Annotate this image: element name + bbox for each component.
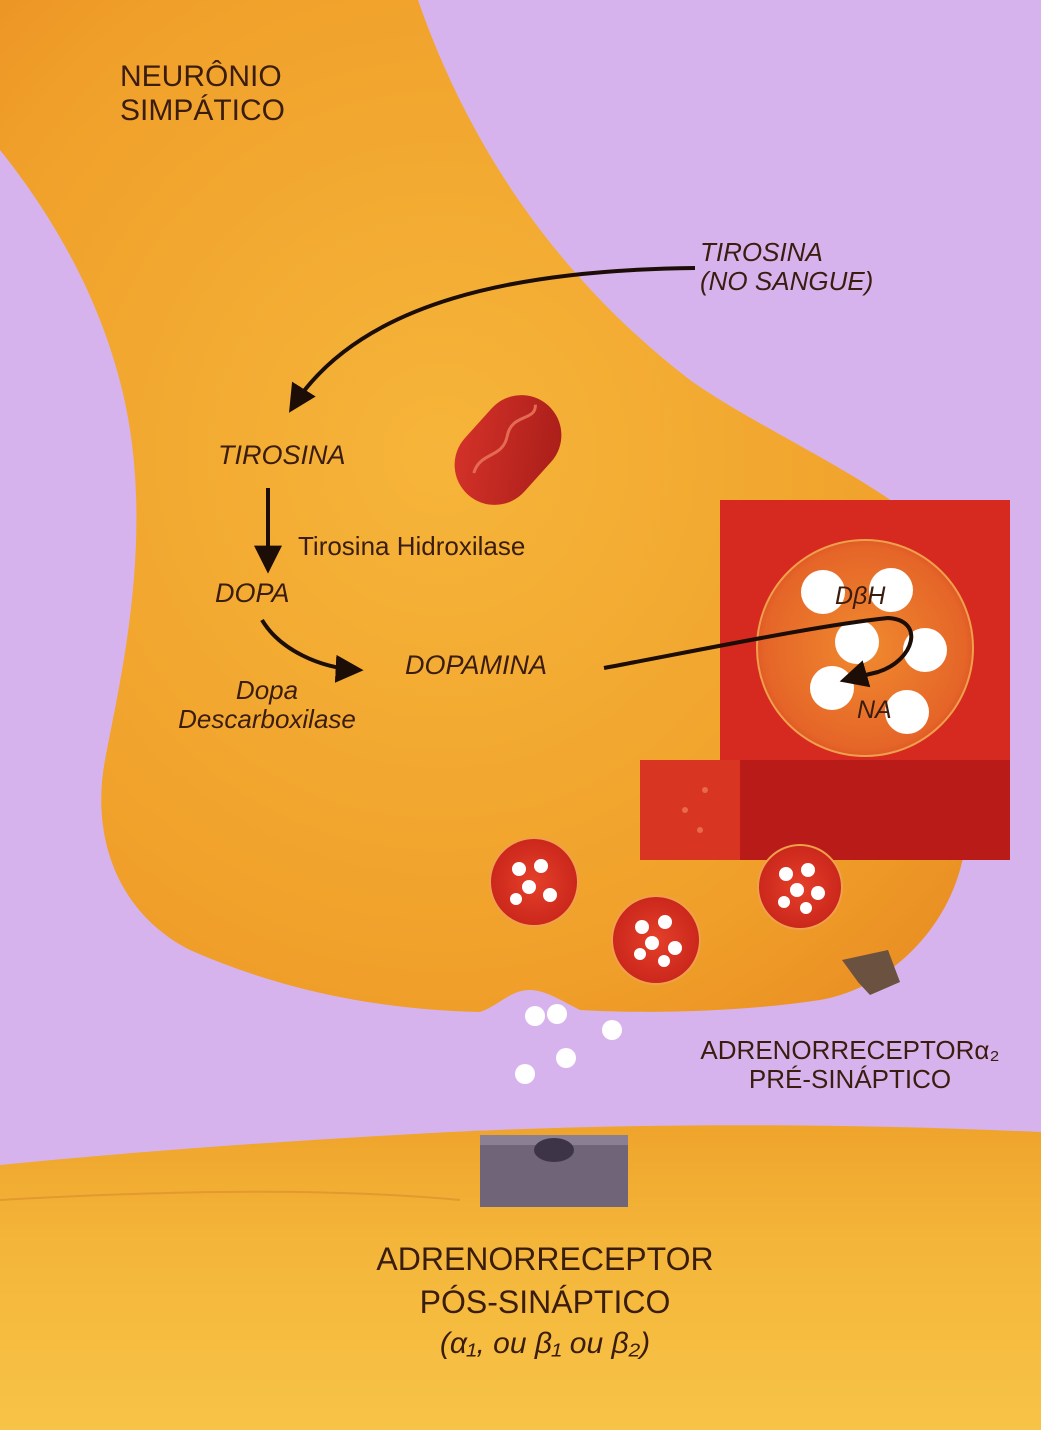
dopa-label: DOPA xyxy=(215,578,290,608)
dopa-decarboxylase-line: Dopa xyxy=(160,676,374,705)
neuron-title: NEURÔNIO SIMPÁTICO xyxy=(120,60,285,127)
postsynaptic-receptor-icon xyxy=(480,1135,628,1207)
postsynaptic-receptor-line: PÓS-SINÁPTICO xyxy=(320,1281,770,1324)
postsynaptic-receptor-label: ADRENORRECEPTOR PÓS-SINÁPTICO (α₁, ou β₁… xyxy=(320,1238,770,1365)
synaptic-vesicle xyxy=(612,896,700,984)
tyrosine-blood-line: TIROSINA xyxy=(700,238,873,267)
neuron-title-line: SIMPÁTICO xyxy=(120,94,285,128)
dbh-label: DβH xyxy=(835,582,885,610)
presynaptic-receptor-label: ADRENORRECEPTORα₂ PRÉ-SINÁPTICO xyxy=(668,1036,1032,1094)
tyrosine-blood-line: (NO SANGUE) xyxy=(700,267,873,296)
synaptic-vesicle xyxy=(758,845,842,929)
dopamine-label: DOPAMINA xyxy=(405,650,547,680)
tyrosine-hydroxylase-label: Tirosina Hidroxilase xyxy=(298,532,525,561)
dopa-decarboxylase-label: Dopa Descarboxilase xyxy=(160,676,374,734)
tyrosine-label: TIROSINA xyxy=(218,440,346,470)
presynaptic-receptor-line: ADRENORRECEPTORα₂ xyxy=(668,1036,1032,1065)
tyrosine-blood-label: TIROSINA (NO SANGUE) xyxy=(700,238,873,296)
presynaptic-receptor-line: PRÉ-SINÁPTICO xyxy=(668,1065,1032,1094)
released-noradrenaline xyxy=(515,1004,622,1084)
synaptic-vesicle xyxy=(490,838,578,926)
na-label: NA xyxy=(857,696,892,724)
postsynaptic-receptor-line: ADRENORRECEPTOR xyxy=(320,1238,770,1281)
postsynaptic-receptor-subtypes: (α₁, ou β₁ ou β₂) xyxy=(320,1324,770,1365)
neuron-title-line: NEURÔNIO xyxy=(120,60,285,94)
dopa-decarboxylase-line: Descarboxilase xyxy=(160,705,374,734)
